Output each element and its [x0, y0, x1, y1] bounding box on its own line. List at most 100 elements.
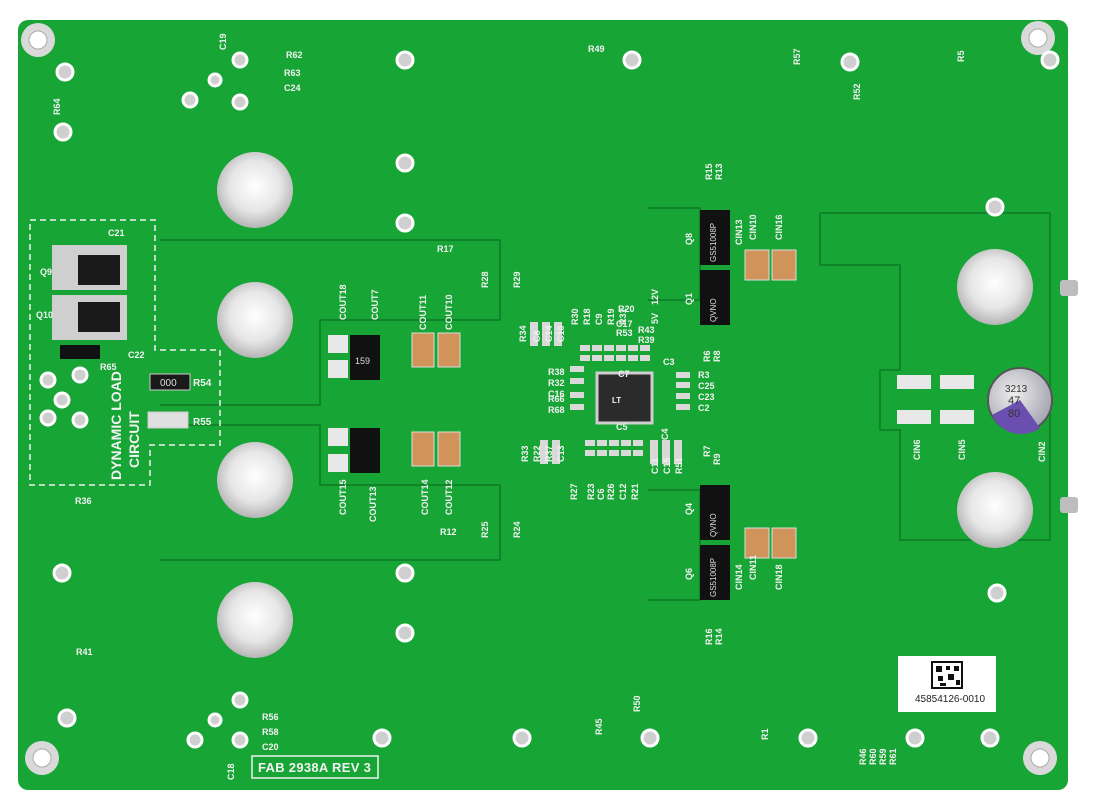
label-r50: R50 — [632, 695, 642, 712]
label-r43: R43 — [638, 325, 655, 335]
label-r64: R64 — [52, 98, 62, 115]
label-r7: R7 — [702, 445, 712, 457]
label-r9: R9 — [712, 453, 722, 465]
label-r16: R16 — [704, 628, 714, 645]
label-r21: R21 — [630, 483, 640, 500]
label-cout10: COUT10 — [444, 294, 454, 330]
cout-capacitors — [328, 332, 461, 473]
label-cout11: COUT11 — [418, 295, 428, 330]
label-r6: R6 — [702, 350, 712, 362]
label-r12: R12 — [440, 527, 457, 537]
label-cin11: CIN11 — [748, 555, 758, 580]
label-c24: C24 — [284, 83, 301, 93]
label-c9: C9 — [594, 313, 604, 325]
label-r52: R52 — [852, 83, 862, 100]
label-r20: R20 — [618, 304, 635, 314]
label-c10: C10 — [556, 325, 566, 342]
label-r23: R23 — [586, 483, 596, 500]
cin2-code: 3213 — [1005, 384, 1028, 395]
label-5v: 5V — [650, 313, 660, 324]
label-r61: R61 — [888, 748, 898, 765]
label-r53: R53 — [616, 328, 633, 338]
label-cout13: COUT13 — [368, 486, 378, 522]
label-r13: R13 — [714, 163, 724, 180]
label-r29: R29 — [512, 271, 522, 288]
label-r3: R3 — [698, 370, 710, 380]
label-r8: R8 — [712, 350, 722, 362]
label-cin16: CIN16 — [774, 214, 784, 240]
label-r46: R46 — [858, 748, 868, 765]
fab-label-box — [251, 755, 379, 779]
label-12v: 12V — [650, 289, 660, 305]
label-r14: R14 — [714, 628, 724, 645]
label-c17: C17 — [616, 319, 633, 329]
label-c21: C21 — [108, 228, 125, 238]
label-cin2: CIN2 — [1037, 441, 1047, 462]
dynamic-load-title-line2: CIRCUIT — [126, 411, 142, 468]
label-r5: R5 — [956, 50, 966, 62]
cout-marking: 159 — [355, 356, 370, 366]
label-c18: C18 — [226, 763, 236, 780]
label-q10: Q10 — [36, 310, 53, 320]
r54-resistor — [149, 373, 191, 391]
label-c7: C7 — [618, 369, 630, 379]
label-c15: C15 — [662, 457, 672, 474]
label-r49: R49 — [588, 44, 605, 54]
label-cin14: CIN14 — [734, 564, 744, 590]
label-r33: R33 — [520, 445, 530, 462]
label-c23: C23 — [698, 392, 715, 402]
side-connector-top — [1060, 280, 1078, 296]
label-r58: R58 — [262, 727, 279, 737]
label-c16: C16 — [548, 389, 565, 399]
dynamic-load-title-line1: DYNAMIC LOAD — [108, 371, 124, 480]
label-r17: R17 — [437, 244, 454, 254]
label-r1: R1 — [760, 728, 770, 740]
label-r22: R22 — [532, 445, 542, 462]
label-r34: R34 — [518, 325, 528, 342]
fab-revision-label: FAB 2938A REV 3 — [258, 760, 372, 775]
q8-marking: GS51008P — [709, 223, 718, 262]
label-q4: Q4 — [684, 503, 694, 515]
label-r59: R59 — [878, 748, 888, 765]
datamatrix-code — [931, 661, 963, 689]
silkscreen-labels: C19 R62 R63 C24 R49 R57 R5 R52 R64 C21 Q… — [36, 33, 1047, 780]
label-r39: R39 — [638, 335, 655, 345]
component-marks: 000 159 3213 47 80 GS51008P QVNO QVNO GS… — [160, 223, 1028, 597]
label-r38: R38 — [548, 367, 565, 377]
test-posts — [39, 50, 1060, 749]
label-r37: R37 — [544, 445, 554, 462]
label-c5: C5 — [616, 422, 628, 432]
mounting-holes — [21, 21, 1057, 775]
power-terminals — [217, 152, 1033, 658]
label-r27: R27 — [569, 483, 579, 500]
label-r26: R26 — [606, 483, 616, 500]
label-r60: R60 — [868, 748, 878, 765]
label-r18: R18 — [582, 308, 592, 325]
label-c11: C11 — [650, 458, 660, 474]
label-cout12: COUT12 — [444, 479, 454, 515]
r54-marking: 000 — [160, 378, 177, 389]
label-q1: Q1 — [684, 293, 694, 305]
label-r51: R51 — [674, 457, 684, 474]
label-cin5: CIN5 — [957, 439, 967, 460]
svg-text:LT: LT — [612, 396, 621, 405]
label-r56: R56 — [262, 712, 279, 722]
label-cin13: CIN13 — [734, 219, 744, 245]
label-c20: C20 — [262, 742, 279, 752]
label-c6: C6 — [596, 488, 606, 500]
cin2-value: 47 — [1008, 395, 1020, 407]
label-c8: C8 — [532, 330, 542, 342]
cin2-rating: 80 — [1008, 408, 1020, 420]
q4-marking: QVNO — [709, 513, 718, 537]
label-r65: R65 — [100, 362, 117, 372]
q6-marking: GS51008P — [709, 558, 718, 597]
label-cout7: COUT7 — [370, 289, 380, 320]
part-number-label: 45854126-0010 — [914, 694, 986, 705]
r55-resistor — [147, 411, 189, 429]
label-r68: R68 — [548, 405, 565, 415]
label-c25: C25 — [698, 381, 715, 391]
q1-marking: QVNO — [709, 298, 718, 322]
label-r63: R63 — [284, 68, 301, 78]
cin-capacitors — [744, 249, 974, 559]
cin2-electrolytic-capacitor — [987, 367, 1053, 435]
